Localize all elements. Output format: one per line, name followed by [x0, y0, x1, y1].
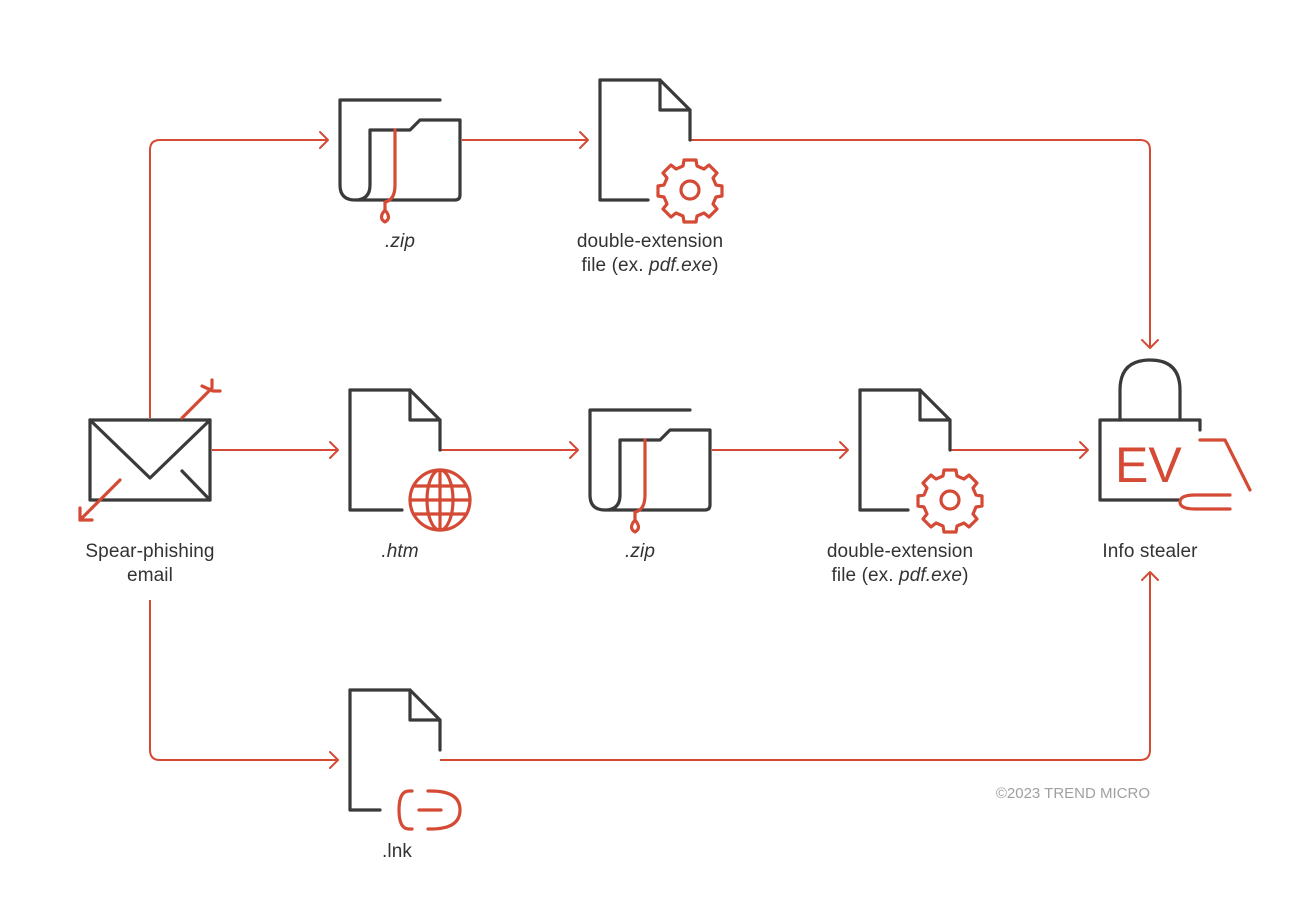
arrowhead: [319, 131, 329, 149]
file-gear-icon: [598, 78, 724, 224]
label-line-2-italic: pdf.exe: [649, 255, 713, 276]
padlock-ev-icon: EV: [1098, 358, 1252, 511]
copyright-notice: ©2023 TREND MICRO: [995, 785, 1150, 802]
connector-email-to-zip-top: [149, 139, 328, 418]
node-label-htm: .htm: [290, 540, 510, 564]
node-label-lnk: .lnk: [287, 840, 507, 864]
arrowhead: [1141, 339, 1159, 349]
label-text: .htm: [381, 541, 419, 562]
node-label-spear-phishing-email: Spear-phishing email: [40, 540, 260, 588]
node-label-double-extension-top: double-extension file (ex. pdf.exe): [540, 230, 760, 278]
label-line-2: file (ex. pdf.exe): [540, 254, 760, 278]
label-text: Info stealer: [1102, 541, 1198, 562]
file-gear-icon: [858, 388, 984, 534]
node-label-zip-mid: .zip: [530, 540, 750, 564]
file-link-icon: [348, 688, 462, 831]
arrowhead: [1141, 571, 1159, 581]
connector-double-ext-top-to-info-stealer: [690, 139, 1151, 348]
node-label-zip-top: .zip: [290, 230, 510, 254]
ev-text: EV: [1115, 437, 1182, 493]
label-line-1: double-extension: [826, 541, 974, 562]
label-text: .zip: [625, 541, 655, 562]
arrowhead: [329, 441, 339, 459]
connectors: [149, 131, 1159, 769]
folder-zip-icon: [338, 98, 462, 224]
connector-lnk-to-info-stealer: [440, 572, 1151, 761]
file-globe-icon: [348, 388, 472, 532]
label-text: .lnk: [382, 841, 412, 862]
label-line-2: file (ex. pdf.exe): [790, 564, 1010, 588]
label-text: .zip: [385, 231, 415, 252]
node-label-info-stealer: Info stealer: [1040, 540, 1260, 564]
label-line-2-suffix: ): [962, 565, 969, 586]
label-line-2-prefix: file (ex.: [831, 565, 900, 586]
arrowhead: [569, 441, 579, 459]
label-line-2: email: [127, 565, 173, 586]
label-line-2-italic: pdf.exe: [899, 565, 963, 586]
node-label-double-extension-mid: double-extension file (ex. pdf.exe): [790, 540, 1010, 588]
connector-email-to-lnk: [149, 600, 338, 761]
envelope-icon: [78, 378, 222, 522]
label-line-1: Spear-phishing: [85, 541, 215, 562]
folder-zip-icon: [588, 408, 712, 534]
label-line-1: double-extension: [576, 231, 724, 252]
arrowhead: [579, 131, 589, 149]
arrowhead: [329, 751, 339, 769]
arrowhead: [1079, 441, 1089, 459]
label-line-2-suffix: ): [712, 255, 719, 276]
label-line-2-prefix: file (ex.: [581, 255, 650, 276]
arrowhead: [839, 441, 849, 459]
